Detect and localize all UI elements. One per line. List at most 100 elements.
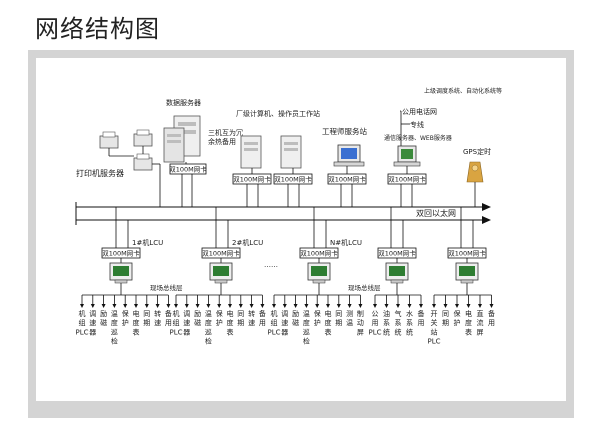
device-label: 保护 xyxy=(454,309,461,327)
printer-wiring xyxy=(108,146,161,207)
device-label: 同期 xyxy=(237,310,244,327)
device-label: 同期 xyxy=(335,310,342,327)
gps-label: GPS定时 xyxy=(463,147,491,156)
device-label: 励磁 xyxy=(194,310,201,327)
dual-ethernet-label: 双回以太网 xyxy=(416,208,456,218)
workstation-icon xyxy=(240,135,302,169)
device-label: 备用 xyxy=(418,309,425,327)
device-label: 同期 xyxy=(143,310,150,327)
field-bus-label-2: 现场总线层 xyxy=(348,283,381,292)
nic-box-data-server xyxy=(169,163,207,175)
device-arrow-icon xyxy=(249,304,254,308)
device-arrow-icon xyxy=(282,304,287,308)
device-label: 水系统 xyxy=(406,309,413,336)
device-label: 调速器 xyxy=(281,309,288,336)
device-arrow-icon xyxy=(123,304,128,308)
device-arrow-icon xyxy=(443,304,448,308)
engineer-station-label: 工程师服务站 xyxy=(322,126,367,136)
device-label: 气系统 xyxy=(395,309,402,336)
device-label: 温度巡检 xyxy=(303,309,310,346)
device-arrow-icon xyxy=(101,304,106,308)
device-label: 直流屏 xyxy=(477,309,484,336)
page-title: 网络结构图 xyxy=(35,15,160,43)
engineer-monitor-icon xyxy=(333,144,365,167)
dedicated-line-label: 专线 xyxy=(410,120,424,129)
device-arrow-icon xyxy=(466,304,471,308)
device-label: 电度表 xyxy=(133,309,140,336)
device-arrow-icon xyxy=(358,304,363,308)
workstations-label: 厂级计算机、操作员工作站 xyxy=(236,109,320,118)
device-arrow-icon xyxy=(184,304,189,308)
device-label: 电度表 xyxy=(227,309,234,336)
nic-label-workstation-2: 双100M网卡 xyxy=(274,175,312,184)
hot-standby-label: 三机互为冗 余热备用 xyxy=(208,128,245,146)
device-arrow-icon xyxy=(347,304,352,308)
device-label: 转速 xyxy=(154,309,161,327)
printer-server-label: 打印机服务器 xyxy=(76,168,124,178)
nic-label-lcu-common: 双100M网卡 xyxy=(378,249,416,258)
device-arrow-icon xyxy=(326,304,330,308)
device-arrow-icon xyxy=(304,304,309,308)
device-arrow-icon xyxy=(396,304,400,308)
device-arrow-icon xyxy=(373,304,377,308)
device-arrow-icon xyxy=(134,304,138,308)
field-bus-label-1: 现场总线层 xyxy=(150,283,183,292)
device-arrow-icon xyxy=(90,304,95,308)
device-arrow-icon xyxy=(260,304,265,308)
device-label: 备用 xyxy=(259,309,266,327)
nic-label-lcu-switchyard: 双100M网卡 xyxy=(448,249,486,258)
device-arrow-icon xyxy=(238,304,243,308)
device-arrow-icon xyxy=(174,304,178,308)
upper-system-label: 上级调度系统、自动化系统等 xyxy=(424,87,502,95)
equipment-drop-lines xyxy=(181,162,476,207)
ellipsis-label: …… xyxy=(264,261,278,269)
hot-standby-label-line1: 三机互为冗 xyxy=(208,128,243,137)
device-label: 电度表 xyxy=(325,309,332,336)
device-label: 调速器 xyxy=(183,309,190,336)
nic-label-lcu-2: 双100M网卡 xyxy=(202,249,240,258)
device-label: 油系统 xyxy=(383,309,390,336)
device-arrow-icon xyxy=(155,304,160,308)
device-label: 电度表 xyxy=(465,309,472,336)
nic-label-comm-server: 双100M网卡 xyxy=(388,175,426,184)
device-arrow-icon xyxy=(407,304,412,308)
device-arrow-icon xyxy=(478,304,482,308)
device-label: 励磁 xyxy=(292,310,299,327)
network-diagram: 打印机服务器 数据服务器 三机互为冗 余热备用 双100M网卡 厂级计算机、操作… xyxy=(75,87,502,346)
device-arrow-icon xyxy=(489,304,494,308)
diagram-canvas: 打印机服务器 数据服务器 三机互为冗 余热备用 双100M网卡 厂级计算机、操作… xyxy=(36,58,566,401)
data-server-label: 数据服务器 xyxy=(166,98,201,107)
device-label: 调速器 xyxy=(89,309,96,336)
nic-label-engineer: 双100M网卡 xyxy=(328,175,366,184)
device-arrow-icon xyxy=(384,304,389,308)
lcu-label-2: 2#机LCU xyxy=(232,238,263,247)
device-label: 测温 xyxy=(346,310,353,327)
comm-server-label: 通信服务器、WEB服务器 xyxy=(384,134,452,142)
nic-label-data-server: 双100M网卡 xyxy=(169,165,207,174)
device-label: 备用 xyxy=(165,309,172,327)
gps-antenna-icon xyxy=(466,161,484,183)
device-label: 温度巡检 xyxy=(111,309,118,346)
lcu-label-1: 1#机LCU xyxy=(132,238,163,247)
device-arrow-icon xyxy=(272,304,276,308)
device-label: 保护 xyxy=(314,309,321,327)
lcu-label-n: N#机LCU xyxy=(330,238,362,247)
device-arrow-icon xyxy=(195,304,200,308)
device-arrow-icon xyxy=(432,304,436,308)
device-label: 备用 xyxy=(488,309,495,327)
device-arrow-icon xyxy=(144,304,149,308)
device-label: 保护 xyxy=(216,309,223,327)
lcu-monitor-icon xyxy=(109,258,479,284)
device-arrow-icon xyxy=(336,304,341,308)
